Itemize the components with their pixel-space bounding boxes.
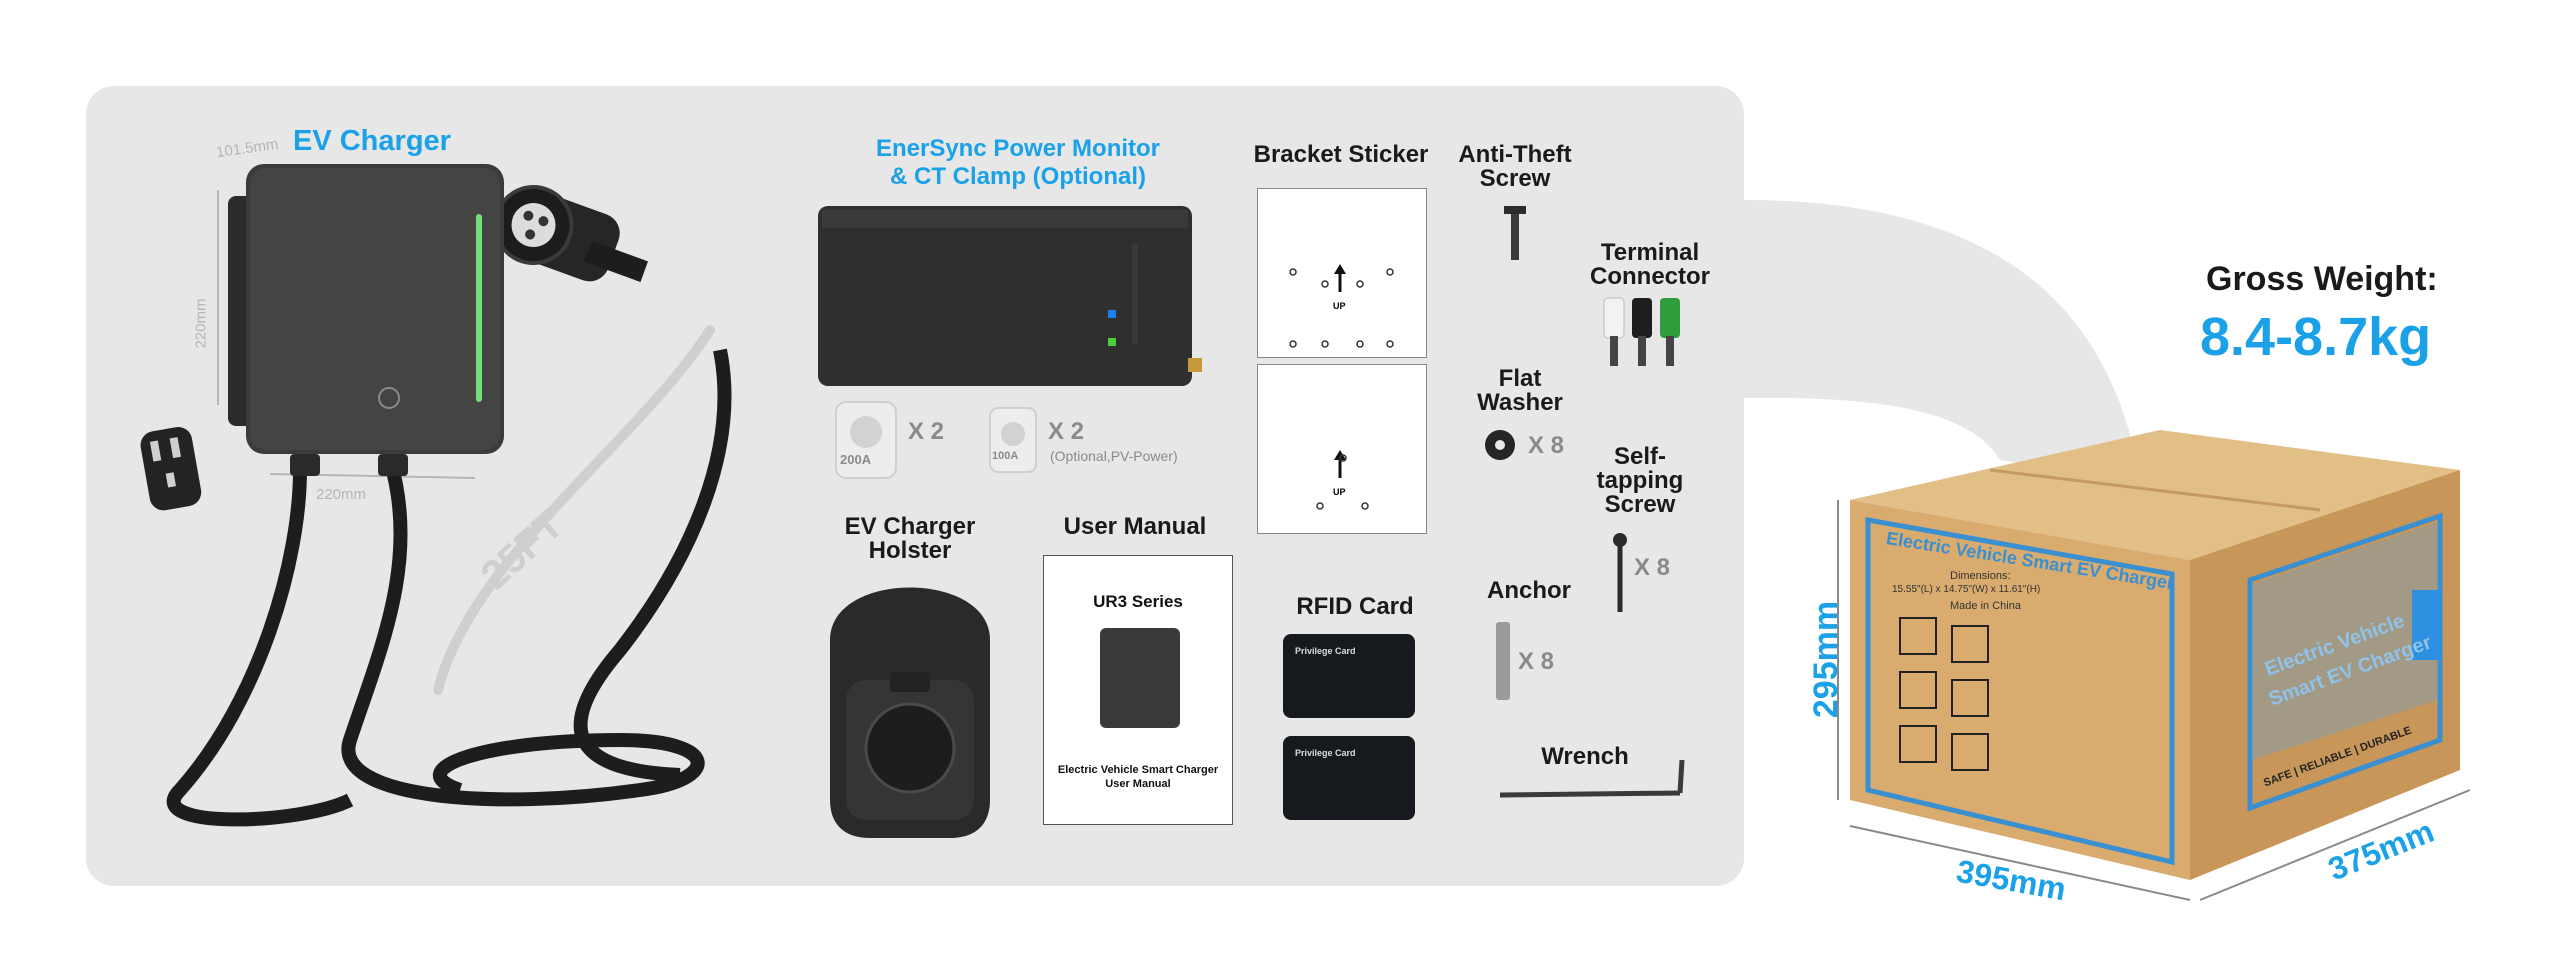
box-dims-title: Dimensions: xyxy=(1950,570,2011,582)
clamp1-qty: X 2 xyxy=(908,418,945,445)
bracket-sticker-title: Bracket Sticker xyxy=(1253,141,1429,168)
clamp2-rating: 100A xyxy=(992,450,1019,462)
charger-width-dim: 220mm xyxy=(316,486,367,503)
anti-theft-title-line1: Anti-Theft xyxy=(1458,141,1572,168)
manual-cover-title-line2: User Manual xyxy=(1105,778,1171,790)
sticker-up-label: UP xyxy=(1333,301,1346,311)
ev-charger-title: EV Charger xyxy=(293,125,451,157)
clamp1-rating: 200A xyxy=(840,452,872,467)
box-origin: Made in China xyxy=(1950,600,2021,612)
rfid-title: RFID Card xyxy=(1296,593,1414,620)
flat-washer-title-line1: Flat xyxy=(1498,365,1542,392)
terminal-title-line1: Terminal xyxy=(1600,239,1700,266)
flat-washer-title-line2: Washer xyxy=(1477,389,1563,416)
clamp2-note: (Optional,PV-Power) xyxy=(1050,448,1178,464)
flat-washer-qty: X 8 xyxy=(1528,432,1565,459)
wrench-title: Wrench xyxy=(1541,743,1629,770)
rfid-card-label: Privilege Card xyxy=(1295,646,1356,656)
holster-title-line2: Holster xyxy=(868,537,952,564)
holster-title-line1: EV Charger xyxy=(844,513,976,540)
self-tapping-qty: X 8 xyxy=(1634,554,1671,581)
power-monitor-title-line1: EnerSync Power Monitor xyxy=(875,135,1161,162)
anti-theft-title-line2: Screw xyxy=(1479,165,1551,192)
manual-title: User Manual xyxy=(1063,513,1207,540)
box-dims-value: 15.55"(L) x 14.75"(W) x 11.61"(H) xyxy=(1892,584,2041,595)
terminal-title-line2: Connector xyxy=(1590,263,1710,290)
power-monitor-title-line2: & CT Clamp (Optional) xyxy=(890,163,1146,190)
bracket-sticker-sheet-2: UP xyxy=(1257,364,1427,534)
gross-weight-value: 8.4-8.7kg xyxy=(2200,307,2432,367)
manual-cover-charger xyxy=(1100,628,1180,728)
sticker-up-label: UP xyxy=(1333,487,1346,497)
rfid-card-2: Privilege Card xyxy=(1283,736,1415,820)
manual-cover: UR3 Series Electric Vehicle Smart Charge… xyxy=(1043,555,1233,825)
clamp2-qty: X 2 xyxy=(1048,418,1085,445)
gross-weight-label: Gross Weight: xyxy=(2206,260,2438,298)
anchor-title: Anchor xyxy=(1487,577,1571,604)
self-tapping-title-line2: tapping xyxy=(1596,467,1684,494)
self-tapping-title-line3: Screw xyxy=(1604,491,1676,518)
manual-cover-series: UR3 Series xyxy=(1093,592,1183,611)
manual-cover-title-line1: Electric Vehicle Smart Charger xyxy=(1057,764,1219,776)
box-height-dim: 295mm xyxy=(1807,600,1846,719)
anchor-qty: X 8 xyxy=(1518,648,1555,675)
rfid-card-1: Privilege Card xyxy=(1283,634,1415,718)
rfid-card-label: Privilege Card xyxy=(1295,748,1356,758)
self-tapping-title-line1: Self- xyxy=(1613,443,1666,470)
